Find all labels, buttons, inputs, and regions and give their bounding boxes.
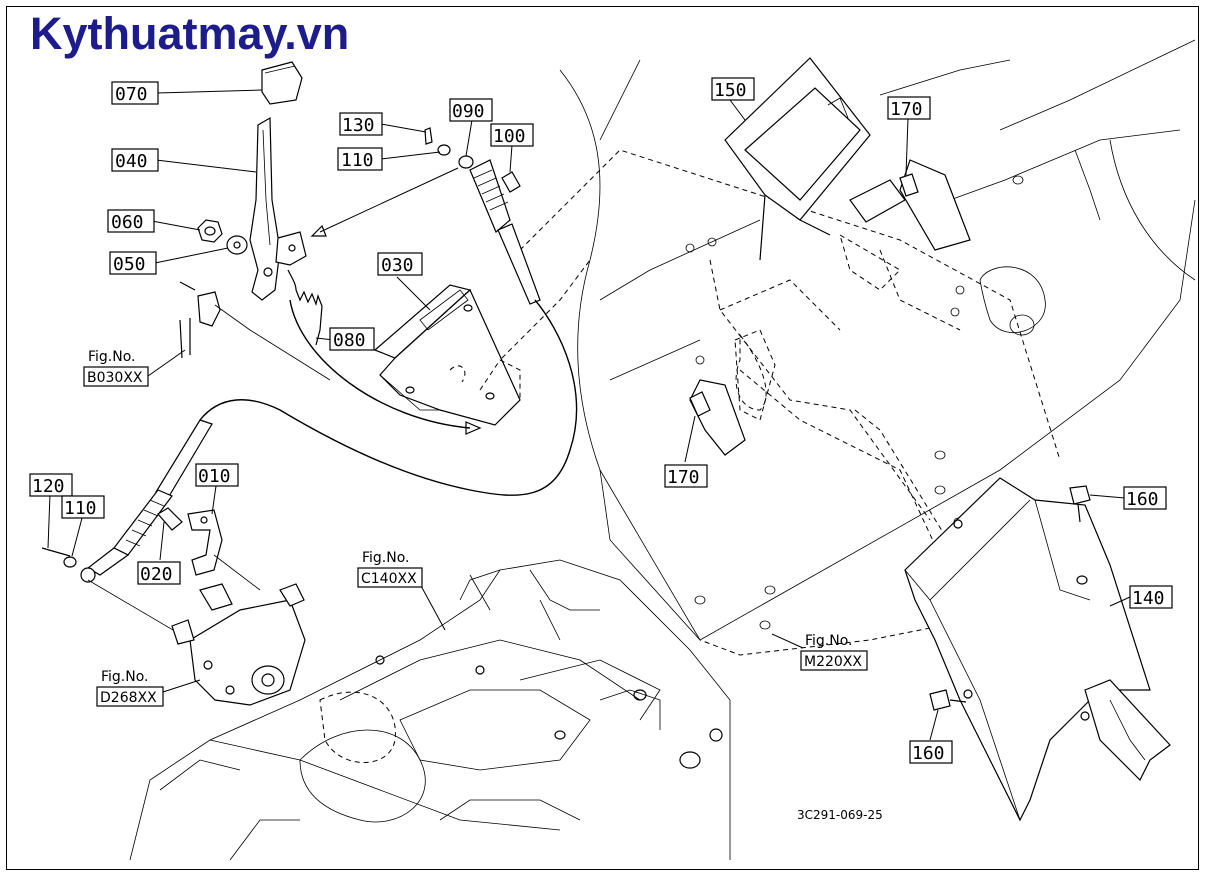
label-090: 090 xyxy=(452,101,485,122)
bracket-170-upper xyxy=(899,159,971,251)
label-070: 070 xyxy=(115,84,148,105)
label-030: 030 xyxy=(381,255,414,276)
fig-ref-m220-line2: M220XX xyxy=(804,654,862,670)
drawing-code: 3C291-069-25 xyxy=(797,808,883,822)
shift-lever-assembly xyxy=(179,61,331,381)
part-labels: 070 040 060 050 130 110 090 100 030 080 … xyxy=(29,77,1173,764)
fig-ref-c140-line2: C140XX xyxy=(361,571,417,587)
fig-ref-b030-line1: Fig.No. xyxy=(88,349,136,365)
label-160-upper: 160 xyxy=(1126,489,1159,510)
bracket-030 xyxy=(289,284,521,435)
fig-ref-b030-line2: B030XX xyxy=(87,370,143,386)
fig-ref-d268-line1: Fig.No. xyxy=(101,669,149,685)
label-140: 140 xyxy=(1132,588,1165,609)
fig-ref-m220-line1: Fig.No. xyxy=(805,633,853,649)
label-060: 060 xyxy=(111,212,144,233)
frame-border xyxy=(6,6,1199,870)
brand-logo-text[interactable]: Kythuatmay.vn xyxy=(30,8,350,59)
label-130: 130 xyxy=(342,115,375,136)
label-100: 100 xyxy=(493,126,526,147)
label-110: 110 xyxy=(341,150,374,171)
transmission-housing xyxy=(129,559,731,861)
fig-ref-c140-line1: Fig.No. xyxy=(362,550,410,566)
chassis-frame xyxy=(469,39,1196,656)
label-040: 040 xyxy=(115,151,148,172)
label-170-lower: 170 xyxy=(667,467,700,488)
label-120: 120 xyxy=(32,476,65,497)
leader-lines xyxy=(47,89,1131,741)
label-020: 020 xyxy=(140,564,173,585)
fig-ref-d268-line2: D268XX xyxy=(100,690,157,706)
label-050: 050 xyxy=(113,254,146,275)
cover-140 xyxy=(904,477,1171,822)
panel-150 xyxy=(724,57,906,291)
figure-references: Fig.No. B030XX Fig.No. C140XX Fig.No. D2… xyxy=(83,349,868,707)
label-110-lower: 110 xyxy=(64,498,97,519)
bracket-170-lower xyxy=(689,329,776,456)
label-010: 010 xyxy=(198,466,231,487)
label-170-upper: 170 xyxy=(890,99,923,120)
label-080: 080 xyxy=(333,330,366,351)
label-150: 150 xyxy=(714,80,747,101)
label-160-lower: 160 xyxy=(912,743,945,764)
cable-assembly-lower xyxy=(41,419,261,641)
cable-assembly-upper xyxy=(199,127,578,496)
